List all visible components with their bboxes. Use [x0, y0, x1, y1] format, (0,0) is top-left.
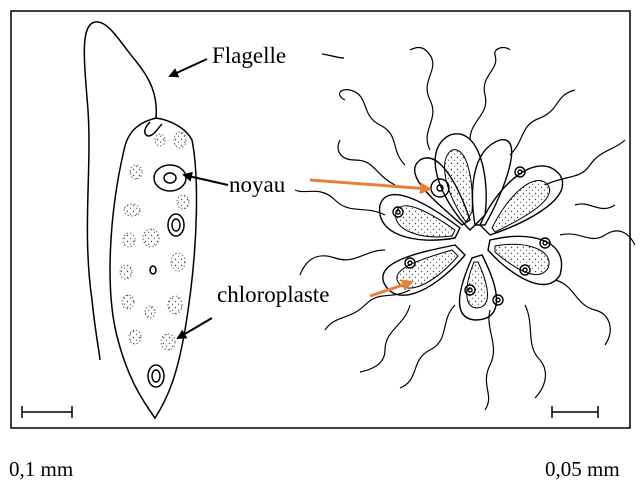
figure-frame — [11, 11, 630, 428]
euglena-drawing — [84, 22, 196, 418]
scale-bar-left — [22, 406, 72, 418]
chloroplaste-arrow-orange — [370, 282, 412, 296]
euglena-chloroplasts — [120, 132, 189, 350]
noyau-arrow-orange — [310, 180, 430, 189]
colony-chloroplasts — [396, 150, 550, 308]
euglena-flagellum — [84, 22, 156, 360]
colony-drawing — [295, 48, 635, 410]
label-noyau: noyau — [229, 172, 286, 197]
colony-flagella — [295, 48, 635, 410]
label-flagelle: Flagelle — [212, 43, 286, 68]
flagelle-arrow — [170, 59, 207, 76]
scale-bar-right — [552, 406, 598, 418]
noyau-arrow-black — [184, 175, 228, 185]
flagelle-leader — [322, 54, 344, 58]
label-chloroplaste: chloroplaste — [217, 282, 329, 307]
chloroplaste-arrow-black — [178, 318, 212, 338]
scale-label-right: 0,05 mm — [545, 457, 620, 481]
euglena-nucleus — [154, 165, 186, 191]
scale-label-left: 0,1 mm — [9, 457, 73, 481]
